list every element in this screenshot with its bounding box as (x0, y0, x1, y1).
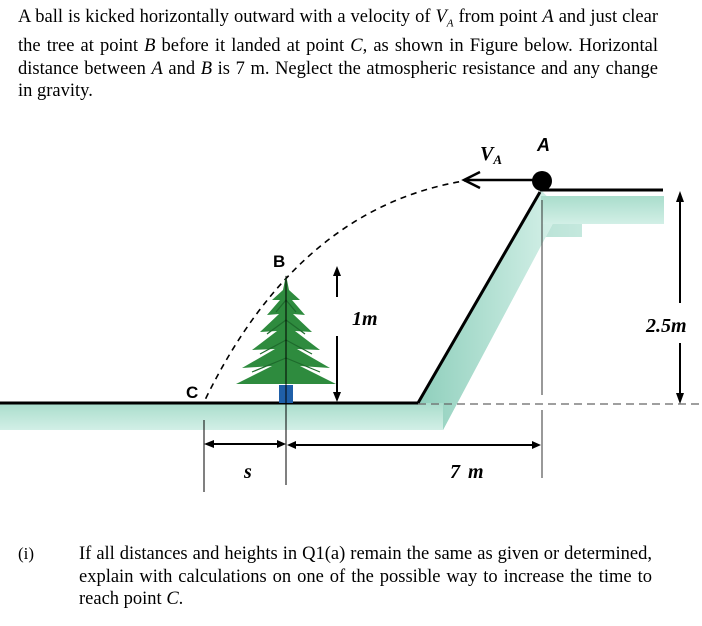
cliff-height-arrow (676, 191, 684, 404)
distance-ab-arrow (287, 441, 541, 449)
velocity-symbol: VA (435, 7, 454, 30)
label-velocity: VA (480, 143, 502, 167)
problem-statement: A ball is kicked horizontally outward wi… (18, 6, 658, 103)
intro-text: from point (453, 7, 543, 27)
point-c-ref: C (350, 36, 363, 57)
label-point-a: A (536, 135, 550, 155)
intro-text: and just clear the tree at point (18, 7, 658, 57)
point-a-ref: A (151, 58, 163, 79)
intro-text: A ball is kicked horizontally outward wi… (18, 7, 436, 27)
point-c-ref: C (166, 589, 179, 609)
ground (0, 188, 664, 430)
point-a-ref: A (542, 7, 554, 27)
question-body: If all distances and heights in Q1(a) re… (79, 544, 652, 609)
label-point-c: C (186, 383, 198, 402)
label-cliff-height: 2.5m (645, 315, 687, 337)
intro-text: and (162, 58, 201, 79)
ball (532, 171, 552, 191)
question-text: If all distances and heights in Q1(a) re… (79, 543, 652, 611)
label-distance-s: s (243, 461, 252, 483)
label-tree-height: 1m (352, 308, 378, 330)
tree-height-arrow (333, 266, 341, 402)
trajectory-path (204, 179, 471, 401)
question-period: . (178, 589, 184, 609)
intro-text: before it landed at point (155, 36, 351, 57)
point-b-ref: B (144, 36, 156, 57)
intro-text: is 7 m. Neglect the atmospheric resistan… (18, 58, 658, 102)
label-point-b: B (273, 252, 285, 271)
distance-s-arrow (204, 440, 286, 448)
question-number: (i) (18, 544, 35, 563)
point-b-ref: B (200, 58, 213, 79)
velocity-arrow (461, 170, 538, 190)
intro-text: , as shown in Figure below. Horizontal d… (18, 36, 658, 79)
